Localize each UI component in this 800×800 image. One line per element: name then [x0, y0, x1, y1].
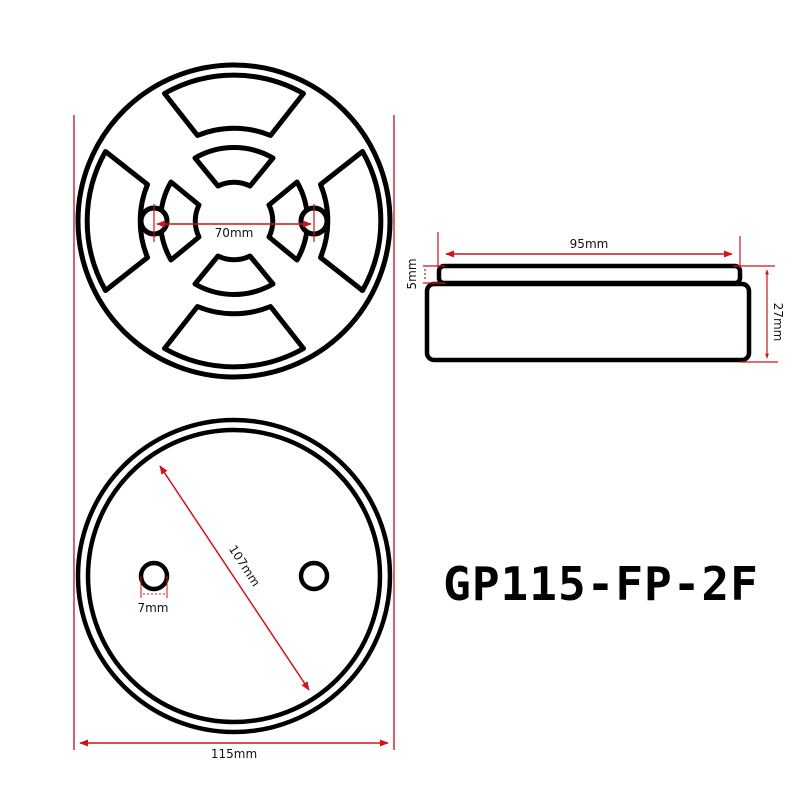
bottom-view-dimensions	[79, 465, 389, 747]
top-view-outer-rim	[75, 62, 393, 380]
side-view-cap	[436, 263, 743, 286]
side-width-label: 95mm	[570, 237, 609, 251]
inner-segments	[158, 145, 310, 297]
side-view-body	[424, 281, 752, 363]
bottom-right-hole	[298, 560, 330, 592]
hole-spacing-label: 70mm	[215, 226, 254, 240]
total-height-label: 27mm	[771, 303, 785, 342]
side-view	[424, 263, 752, 363]
overall-width-extension-lines	[73, 115, 395, 750]
bottom-outer-rim	[75, 417, 393, 735]
outer-segments	[84, 72, 384, 370]
overall-diameter-label: 115mm	[211, 747, 257, 761]
bottom-inner-rim	[85, 427, 383, 725]
part-number: GP115-FP-2F	[443, 557, 759, 611]
hole-spacing-dimension	[153, 204, 315, 242]
hole-diameter-label: 7mm	[137, 601, 168, 615]
diagonal-label: 107mm	[226, 543, 263, 589]
top-view	[75, 62, 393, 380]
cap-height-label: 5mm	[405, 258, 419, 289]
bottom-left-hole	[138, 560, 170, 592]
side-view-dimensions	[423, 232, 778, 363]
